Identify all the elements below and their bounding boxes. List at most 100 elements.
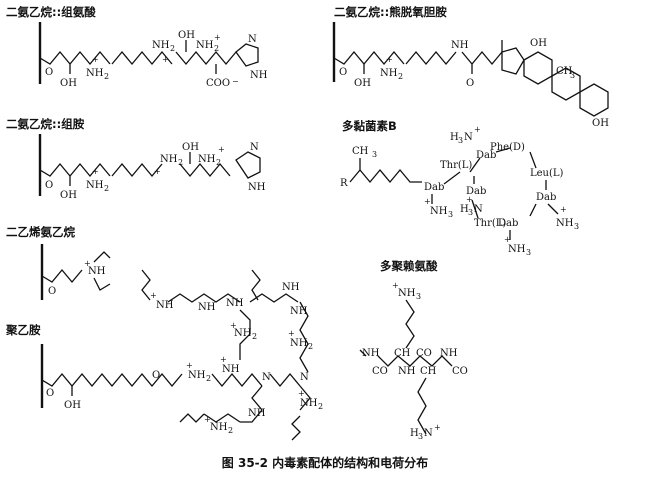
label-dextran-ursodeoxycholate: 二氨乙烷::熊脱氧胆胺 (334, 5, 447, 19)
atom-o: O (45, 67, 53, 78)
residue-thr: Thr(L) (440, 160, 472, 171)
steroid-ring-a (579, 83, 609, 117)
svg-text:2: 2 (214, 44, 219, 53)
atom-nh2: NH (290, 338, 308, 349)
svg-text:3: 3 (416, 292, 421, 301)
atom-o: O (46, 388, 54, 399)
structure-diethylaminoethane: O + NH (40, 244, 111, 300)
atom-nh: NH (451, 40, 469, 51)
atom-nh: NH (226, 298, 244, 309)
atom-oh: OH (530, 38, 547, 49)
residue-dab: Dab (424, 182, 444, 193)
wavy-bond (179, 413, 205, 423)
charge-plus: + (204, 415, 211, 424)
atom-oh: OH (60, 190, 77, 201)
label-polymyxin-b: 多黏菌素B (342, 119, 397, 133)
charge-plus: + (218, 145, 225, 154)
charge-plus: + (504, 235, 511, 244)
residue-leu: Leu(L) (530, 168, 564, 179)
atom-ch3: CH (556, 66, 573, 77)
atom-ch3: CH (352, 146, 369, 157)
charge-plus: + (220, 355, 227, 364)
atom-nh: NH (290, 306, 308, 317)
structure-dextran-histidine: O OH + NH 2 + NH 2 OH NH 2 + COO − N NH (38, 22, 268, 89)
imidazole-ring (235, 43, 259, 67)
svg-text:2: 2 (216, 158, 221, 167)
atom-nh2: NH (86, 180, 104, 191)
charge-plus: + (560, 205, 567, 214)
svg-text:3: 3 (448, 210, 453, 219)
amine-chain (269, 372, 301, 388)
atom-nh2: NH (160, 154, 178, 165)
wavy-bond (251, 269, 261, 301)
svg-text:N: N (474, 204, 483, 215)
atom-r: R (340, 178, 348, 189)
charge-plus: + (92, 55, 99, 64)
structure-polymyxin-b: R CH 3 Dab + NH 3 Thr(L) Dab H 3 N + Phe… (340, 125, 579, 257)
ethyl-group (93, 251, 111, 263)
atom-h3n: H (460, 204, 469, 215)
charge-plus: + (474, 125, 481, 134)
residue-thr: Thr(L) (474, 218, 506, 229)
atom-ch: CH (394, 348, 411, 359)
charge-plus: + (214, 33, 221, 42)
svg-text:2: 2 (252, 332, 257, 341)
atom-nh2: NH (300, 398, 318, 409)
svg-text:2: 2 (206, 374, 211, 383)
svg-text:3: 3 (372, 150, 377, 159)
steroid-ring-c (523, 51, 553, 85)
branch-chain (249, 293, 299, 303)
atom-nh: NH (282, 282, 300, 293)
atom-nh: NH (222, 364, 240, 375)
atom-ch: CH (420, 366, 437, 377)
atom-oh: OH (64, 400, 81, 411)
linker-chain (333, 50, 405, 66)
atom-h3n: H (410, 428, 419, 439)
charge-minus: − (232, 77, 239, 86)
label-polyethyleneimine: 聚乙胺 (6, 323, 41, 337)
atom-nh2: NH (152, 40, 170, 51)
atom-nh2: NH (188, 370, 206, 381)
atom-nh3: NH (556, 218, 574, 229)
svg-text:2: 2 (104, 72, 109, 81)
atom-nh: NH (362, 348, 380, 359)
steroid-ring-d (501, 47, 525, 75)
atom-oh: OH (60, 78, 77, 89)
atom-nh3: NH (430, 206, 448, 217)
atom-nh3: NH (398, 288, 416, 299)
wavy-bond (141, 269, 151, 301)
charge-plus: + (92, 167, 99, 176)
charge-plus: + (298, 389, 305, 398)
label-dextran-histidine: 二氨乙烷::组氨酸 (6, 5, 96, 19)
svg-text:3: 3 (570, 71, 575, 80)
ethyl-group (93, 277, 111, 291)
svg-text:2: 2 (170, 44, 175, 53)
charge-plus: + (466, 195, 473, 204)
charge-plus: + (424, 197, 431, 206)
label-polylysine: 多聚赖氨酸 (380, 259, 438, 273)
charge-plus: + (386, 55, 393, 64)
svg-text:3: 3 (526, 248, 531, 257)
fatty-acid-chain (349, 168, 422, 184)
chain-end (359, 349, 367, 357)
atom-o: O (339, 67, 347, 78)
atom-oh: OH (178, 30, 195, 41)
atom-nh: NH (88, 266, 106, 277)
atom-oh: OH (354, 78, 371, 89)
branch-chain (299, 301, 309, 373)
alkyl-chain (111, 50, 173, 66)
charge-plus: + (84, 259, 91, 268)
branch-chain (203, 413, 241, 423)
residue-dab: Dab (498, 218, 518, 229)
atom-oh: OH (182, 142, 199, 153)
atom-o: O (466, 78, 474, 89)
charge-plus: + (288, 329, 295, 338)
atom-nh: NH (248, 182, 266, 193)
svg-text:2: 2 (398, 72, 403, 81)
peptide-backbone (377, 355, 453, 367)
structure-polyethyleneimine: O OH O NH 2 + NH + N N NH 2 + NH NH NH +… (40, 269, 323, 441)
label-diethylaminoethane: 二乙烯氨乙烷 (6, 225, 75, 239)
side-chain (405, 299, 415, 349)
charge-plus: + (186, 361, 193, 370)
atom-n: N (250, 142, 259, 153)
